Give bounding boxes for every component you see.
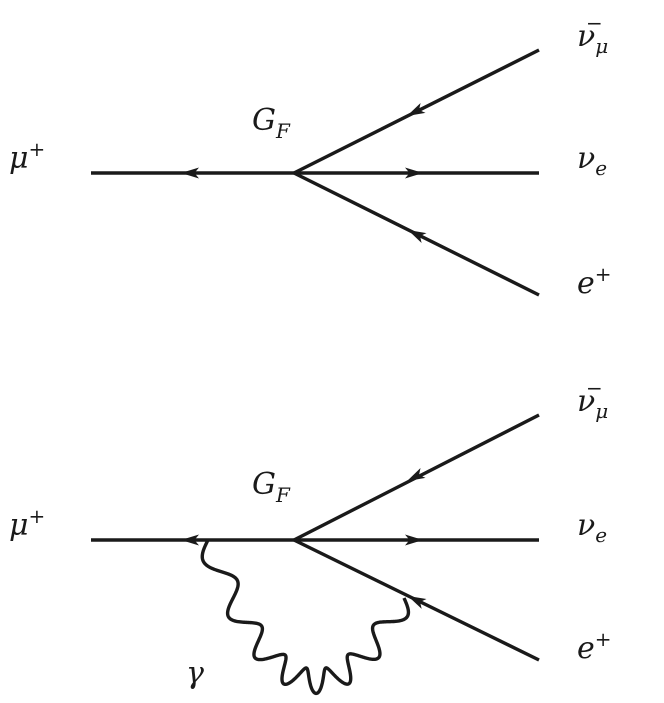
muon-label: μ+ — [9, 137, 45, 176]
diagram-tree-level: GF μ+ νμ − νe e+ — [9, 11, 612, 301]
antineutrino-arrow-icon — [406, 103, 426, 117]
coupling-label: GF — [252, 103, 291, 143]
muon-label: μ+ — [9, 504, 45, 543]
muon-arrow-icon — [181, 167, 199, 179]
muon-antineutrino-label: νμ — [577, 384, 608, 423]
neutrino-arrow-icon — [405, 534, 423, 546]
coupling-label: GF — [252, 467, 291, 507]
neutrino-arrow-icon — [405, 167, 423, 179]
positron-arrow-icon — [407, 596, 427, 609]
photon-label: γ — [186, 656, 204, 691]
electron-neutrino-label: νe — [577, 141, 607, 180]
antineutrino-arrow-icon — [406, 468, 426, 482]
muon-antineutrino-label: νμ — [577, 19, 608, 58]
antineutrino-bar: − — [586, 11, 603, 35]
positron-arrow-icon — [407, 229, 427, 243]
electron-neutrino-label: νe — [577, 508, 607, 547]
muon-arrow-icon — [181, 534, 199, 546]
positron-label: e+ — [577, 262, 612, 301]
antineutrino-bar: − — [586, 376, 603, 400]
positron-label: e+ — [577, 627, 612, 666]
photon-propagator-line — [200, 539, 411, 696]
diagram-radiative-correction: GF μ+ νμ − νe e+ γ — [9, 376, 612, 696]
